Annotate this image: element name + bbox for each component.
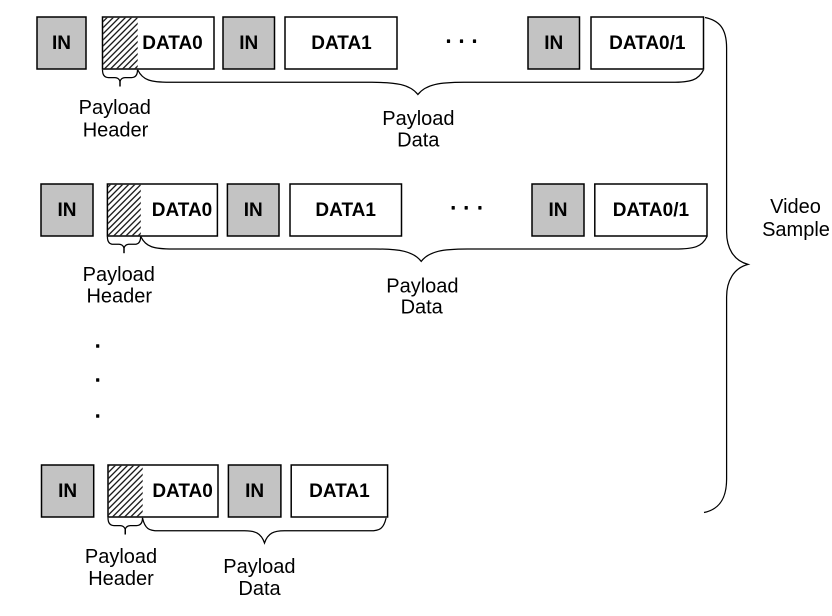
- svg-text:DATA0/1: DATA0/1: [609, 33, 686, 54]
- svg-text:IN: IN: [58, 481, 77, 502]
- svg-text:Payload: Payload: [386, 275, 458, 297]
- svg-text:IN: IN: [58, 200, 77, 221]
- svg-text:Header: Header: [86, 285, 152, 307]
- svg-text:IN: IN: [239, 33, 258, 54]
- svg-text:DATA0: DATA0: [152, 481, 213, 502]
- svg-text:Header: Header: [88, 568, 154, 590]
- svg-text:Payload: Payload: [79, 97, 151, 119]
- svg-text:Payload: Payload: [83, 264, 155, 286]
- svg-text:Payload: Payload: [382, 108, 454, 130]
- svg-text:Payload: Payload: [223, 556, 295, 578]
- svg-text:Sample: Sample: [762, 219, 830, 241]
- svg-text:DATA0: DATA0: [142, 33, 203, 54]
- svg-text:IN: IN: [245, 481, 264, 502]
- svg-text:DATA1: DATA1: [315, 200, 376, 221]
- svg-text:Data: Data: [401, 296, 444, 318]
- svg-text:IN: IN: [549, 200, 568, 221]
- svg-text:Header: Header: [83, 120, 149, 142]
- svg-text:IN: IN: [244, 200, 263, 221]
- svg-text:IN: IN: [544, 33, 563, 54]
- svg-text:DATA0/1: DATA0/1: [613, 200, 690, 221]
- svg-text:Data: Data: [238, 578, 281, 600]
- svg-text:Data: Data: [397, 129, 440, 151]
- svg-text:Payload: Payload: [85, 546, 157, 568]
- svg-text:DATA1: DATA1: [309, 481, 370, 502]
- svg-text:IN: IN: [52, 33, 71, 54]
- svg-text:DATA1: DATA1: [311, 33, 372, 54]
- svg-text:DATA0: DATA0: [152, 200, 213, 221]
- svg-text:Video: Video: [770, 196, 821, 218]
